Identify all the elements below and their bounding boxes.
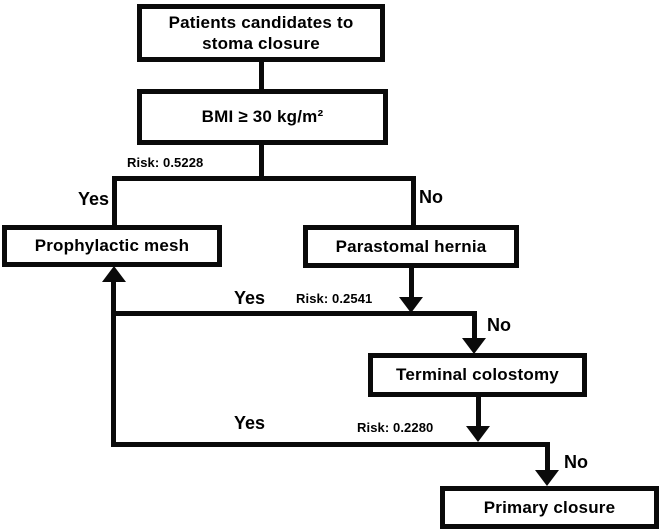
connector-bmi-split-bar bbox=[112, 176, 416, 181]
node-primary-closure-label: Primary closure bbox=[483, 497, 616, 517]
arrow-down-into-primary-closure-icon bbox=[535, 470, 559, 486]
connector-parastomal-split-bar bbox=[111, 311, 477, 316]
label-risk-parastomal-split: Risk: 0.2541 bbox=[296, 291, 373, 306]
label-risk-terminal-split: Risk: 0.2280 bbox=[357, 420, 434, 435]
connector-parastomal-no-drop bbox=[472, 311, 477, 339]
arrow-down-from-parastomal-icon bbox=[399, 297, 423, 313]
label-yes-parastomal-split: Yes bbox=[234, 288, 266, 308]
node-bmi: BMI ≥ 30 kg/m² bbox=[137, 89, 388, 145]
node-bmi-label: BMI ≥ 30 kg/m² bbox=[201, 107, 324, 127]
node-patients-candidates-line1: Patients candidates to bbox=[168, 12, 354, 32]
node-parastomal-hernia-label: Parastomal hernia bbox=[335, 236, 487, 256]
label-risk-bmi-split: Risk: 0.5228 bbox=[127, 155, 204, 170]
connector-yes-spine-to-prophylactic-mesh bbox=[111, 280, 116, 447]
connector-parastomal-down bbox=[409, 266, 414, 298]
label-yes-bmi-split: Yes bbox=[78, 189, 110, 209]
connector-terminal-down bbox=[476, 395, 481, 426]
connector-bmi-no-drop bbox=[411, 176, 416, 227]
connector-patients-to-bmi bbox=[259, 60, 264, 92]
node-parastomal-hernia: Parastomal hernia bbox=[303, 225, 519, 268]
label-no-bmi-split: No bbox=[419, 187, 443, 207]
node-patients-candidates-line2: stoma closure bbox=[202, 34, 320, 53]
node-patients-candidates: Patients candidates to stoma closure bbox=[137, 4, 385, 62]
label-no-parastomal-split: No bbox=[487, 315, 511, 335]
node-prophylactic-mesh: Prophylactic mesh bbox=[2, 225, 222, 267]
connector-bmi-yes-drop bbox=[112, 176, 117, 227]
label-yes-terminal-split: Yes bbox=[234, 413, 266, 433]
arrow-up-into-prophylactic-mesh-icon bbox=[102, 266, 126, 282]
arrow-down-from-terminal-icon bbox=[466, 426, 490, 442]
node-primary-closure: Primary closure bbox=[440, 486, 659, 529]
node-terminal-colostomy: Terminal colostomy bbox=[368, 353, 587, 397]
connector-terminal-split-bar bbox=[111, 442, 550, 447]
node-prophylactic-mesh-label: Prophylactic mesh bbox=[34, 236, 190, 256]
connector-bmi-to-split bbox=[259, 143, 264, 178]
label-no-terminal-split: No bbox=[564, 452, 588, 472]
arrow-down-into-terminal-colostomy-icon bbox=[462, 338, 486, 354]
node-terminal-colostomy-label: Terminal colostomy bbox=[396, 365, 559, 385]
connector-terminal-no-drop bbox=[545, 442, 550, 471]
